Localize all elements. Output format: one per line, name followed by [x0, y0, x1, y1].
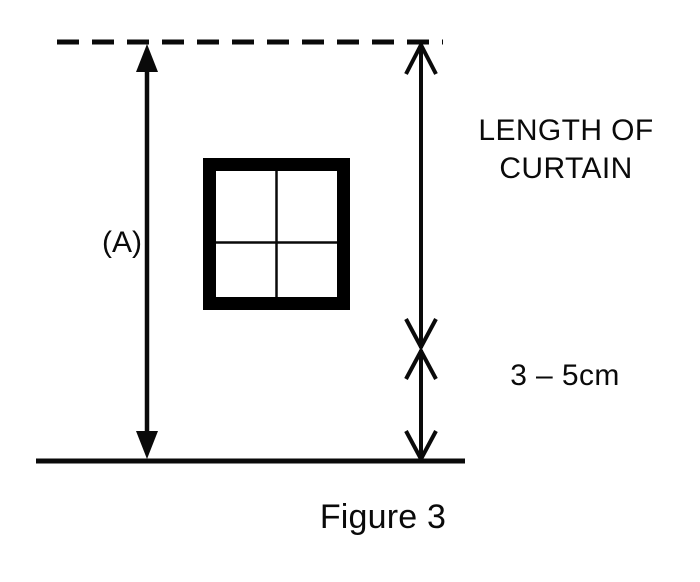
dimension-a-overall-length — [136, 44, 158, 459]
gap-measurement-label: 3 – 5cm — [510, 359, 620, 392]
curtain-length-label: LENGTH OF CURTAIN — [452, 112, 680, 188]
dimension-curtain-length — [404, 40, 438, 352]
curtain-length-label-line2: CURTAIN — [499, 152, 633, 185]
dimension-a-arrowhead-top — [136, 44, 158, 72]
dimension-gap-below-window — [404, 346, 438, 464]
window-icon — [203, 158, 350, 310]
overall-length-label: (A) — [102, 226, 142, 259]
dimension-curtain-length-arrowhead-top — [404, 40, 438, 75]
dimension-gap-arrowhead-bottom — [404, 430, 438, 464]
curtain-length-label-line1: LENGTH OF — [478, 114, 654, 147]
dimension-gap-arrowhead-top — [404, 346, 438, 380]
dimension-a-arrowhead-bottom — [136, 431, 158, 459]
figure-caption: Figure 3 — [319, 498, 447, 536]
